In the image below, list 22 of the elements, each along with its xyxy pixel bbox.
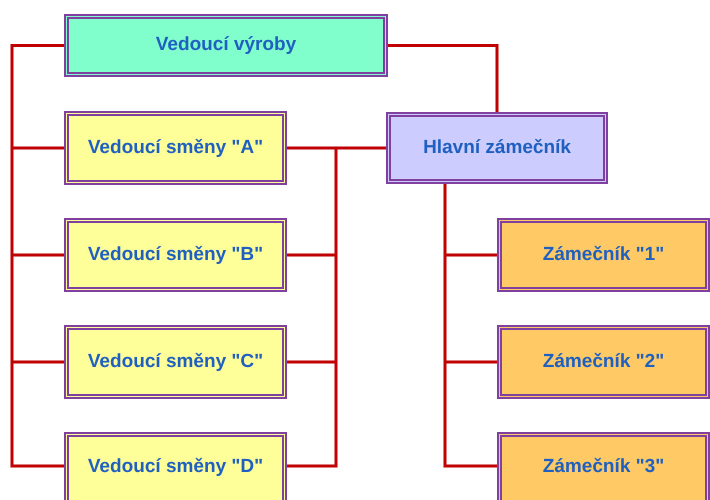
org-box [64,111,287,185]
connector-line [287,146,386,468]
org-box [64,432,287,500]
box-label: Vedoucí směny "A" [88,136,264,160]
org-box [497,218,710,292]
box-label: Vedoucí výroby [156,33,296,58]
connector-line [444,184,497,468]
box-label: Vedoucí směny "B" [88,242,264,267]
org-box [497,432,710,500]
org-box [64,14,388,77]
org-box [64,218,287,292]
org-box [64,325,287,399]
box-label: Zámečník "2" [542,350,664,374]
org-box [386,112,608,184]
box-label: Vedoucí směny "D" [88,454,264,479]
box-label: Vedoucí směny "C" [88,350,264,374]
box-label: Zámečník "1" [542,242,664,267]
org-box [497,325,710,399]
connector-line [388,44,498,112]
box-label: Hlavní zámečník [423,136,571,160]
box-label: Zámečník "3" [542,454,664,479]
connector-line [10,44,64,468]
